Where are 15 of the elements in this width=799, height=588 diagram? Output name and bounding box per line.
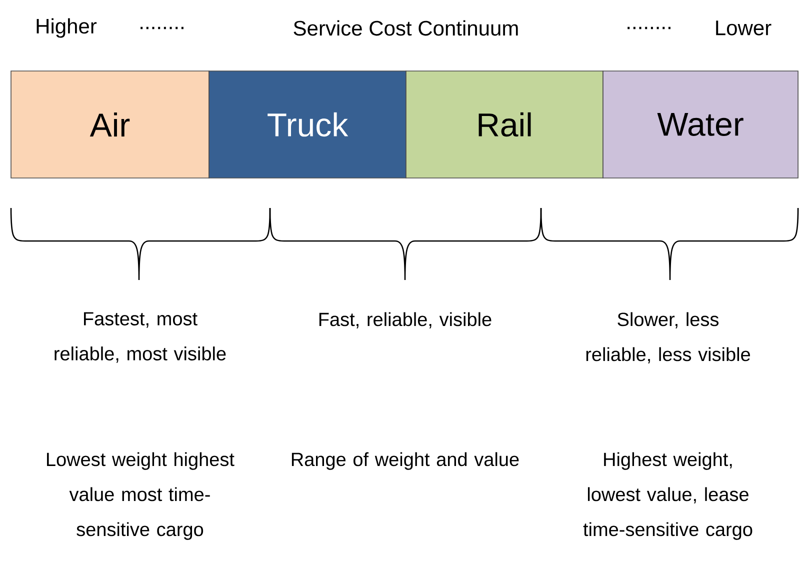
heading: Service Cost Continuum — [294, 20, 518, 36]
mode-box: Rail — [406, 70, 604, 178]
mode-box: Water — [602, 70, 798, 178]
description-text: Fast, reliable, visible — [319, 312, 492, 328]
mode-box: Truck — [208, 70, 406, 178]
description-text: Lowest weight highest value most time-sensitive cargo — [47, 452, 234, 540]
ellipsis-dots: ........ — [628, 26, 670, 30]
scale-label: Lower — [716, 20, 772, 36]
description-text: Range of weight and value — [292, 452, 519, 470]
description-text: Fastest, most reliable, most visible — [54, 312, 226, 363]
description-text: Highest weight, lowest value, lease time-sensitive cargo — [583, 452, 752, 540]
description-text: Slower, less reliable, less visible — [586, 312, 750, 364]
ellipsis-dots: ........ — [140, 26, 184, 30]
mode-box: Air — [10, 70, 210, 178]
scale-label: Higher — [36, 18, 97, 38]
